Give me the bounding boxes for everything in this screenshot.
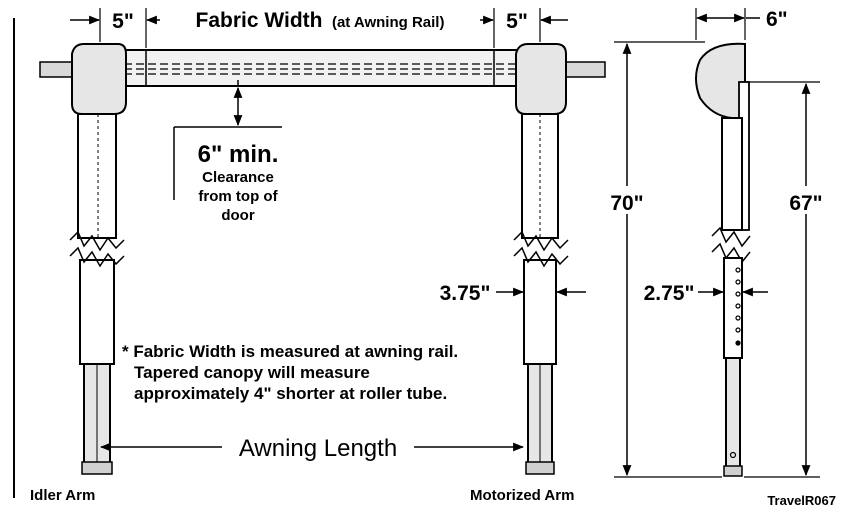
left-offset-label: 5" — [112, 10, 134, 33]
clearance-line1: Clearance — [202, 169, 274, 186]
fabric-width-main: Fabric Width — [196, 9, 323, 32]
fabric-width-dimension — [70, 8, 568, 48]
arm-width-side-label: 2.75" — [644, 282, 695, 305]
side-arm-holes — [729, 267, 741, 459]
right-offset-label: 5" — [506, 10, 528, 33]
rail-stub-right — [564, 61, 606, 78]
clearance-dimension — [173, 80, 282, 200]
side-arm-bottom — [725, 357, 741, 469]
height-total-label: 70" — [610, 192, 643, 215]
arm-width-front-label: 3.75" — [440, 282, 491, 305]
idler-arm-label: Idler Arm — [30, 487, 95, 504]
side-depth-label: 6" — [766, 8, 788, 31]
side-motor-head — [695, 42, 746, 119]
side-arm-foot — [723, 465, 743, 477]
height-arm-dimension — [744, 81, 820, 478]
fabric-width-sub: (at Awning Rail) — [332, 14, 445, 31]
clearance-line2: from top of — [198, 188, 278, 205]
height-arm-label: 67" — [789, 192, 822, 215]
height-total-dimension — [614, 41, 722, 478]
clearance-line3: door — [221, 207, 254, 224]
side-arm-upper — [721, 117, 743, 231]
note-line3: approximately 4" shorter at roller tube. — [134, 384, 447, 403]
side-view: 6" 70" 67" 2.75" TravelR067 — [610, 8, 836, 508]
motorized-arm-drawing — [513, 43, 569, 475]
fabric-width-label: Fabric Width (at Awning Rail) — [196, 9, 445, 32]
drawing-id: TravelR067 — [767, 493, 836, 508]
front-view: 5" Fabric Width (at Awning Rail) 5" 6" m… — [30, 8, 606, 504]
clearance-value: 6" min. — [198, 141, 279, 168]
idler-arm-drawing — [69, 43, 127, 475]
note-line2: Tapered canopy will measure — [134, 363, 370, 382]
rail-stub-left — [39, 61, 77, 78]
motorized-arm-label: Motorized Arm — [470, 487, 574, 504]
note-line1: * Fabric Width is measured at awning rai… — [122, 342, 458, 361]
side-depth-dimension — [695, 8, 760, 40]
awning-length-label: Awning Length — [239, 435, 397, 462]
roller-tube — [76, 49, 565, 87]
